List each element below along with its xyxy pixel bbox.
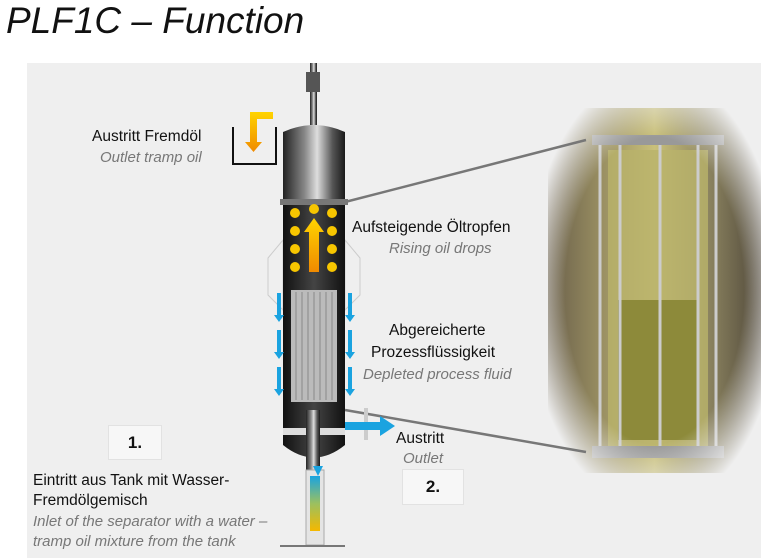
- slide-title: PLF1C – Function: [6, 0, 305, 41]
- down-flow-arrows-icon: [274, 293, 355, 396]
- inlet-arrow-icon: [313, 466, 323, 476]
- oil-drops: [290, 204, 337, 272]
- outlet-oil-label-en: Outlet tramp oil: [100, 149, 202, 166]
- inlet-label-de2: Fremdölgemisch: [33, 492, 148, 509]
- step-1-badge: 1.: [108, 425, 162, 460]
- outlet-label-de: Austritt: [396, 430, 445, 447]
- rising-label-en: Rising oil drops: [389, 240, 492, 257]
- outlet-arrow-icon: [345, 416, 395, 436]
- depleted-label-de1: Abgereicherte: [389, 322, 486, 339]
- depleted-label-de2: Prozessflüssigkeit: [371, 344, 496, 361]
- callout-line-bottom: [344, 408, 587, 454]
- inlet-label-en1: Inlet of the separator with a water –: [33, 513, 268, 530]
- oil-outlet-icon: [232, 112, 277, 165]
- rising-arrow-icon: [304, 218, 324, 272]
- inlet-label-en2: tramp oil mixture from the tank: [33, 533, 236, 550]
- separator-vessel: [267, 63, 368, 547]
- step-2-badge: 2.: [402, 469, 464, 505]
- callout-line-top: [344, 138, 587, 204]
- outlet-oil-label-de: Austritt Fremdöl: [92, 128, 202, 145]
- inlet-label-de1: Eintritt aus Tank mit Wasser-: [33, 472, 230, 489]
- depleted-label-en: Depleted process fluid: [363, 366, 512, 383]
- outlet-label-en: Outlet: [403, 450, 444, 467]
- separator-photo: [548, 108, 761, 473]
- rising-label-de: Aufsteigende Öltropfen: [352, 219, 511, 236]
